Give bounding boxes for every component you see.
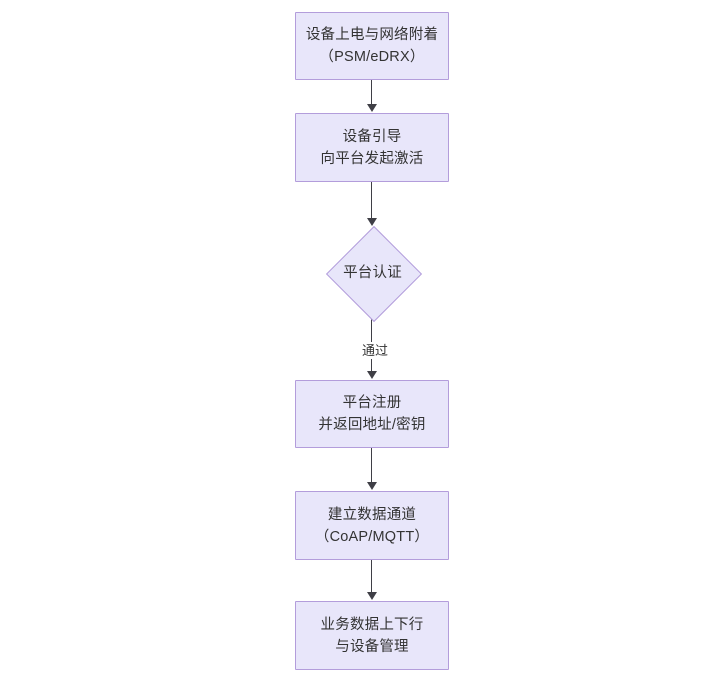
edge-n5-n6-arrowhead — [367, 592, 377, 600]
node-platform-register-line-1: 平台注册 — [342, 395, 402, 411]
node-device-power-on[interactable]: 设备上电与网络附着 （PSM/eDRX） — [295, 12, 449, 80]
node-device-bootstrap[interactable]: 设备引导 向平台发起激活 — [295, 113, 449, 182]
node-business-data[interactable]: 业务数据上下行 与设备管理 — [295, 601, 449, 670]
node-business-data-line-1: 业务数据上下行 — [320, 616, 424, 633]
node-device-bootstrap-line-2: 向平台发起激活 — [320, 150, 424, 167]
node-device-power-on-line-1: 设备上电与网络附着 — [305, 27, 439, 43]
edge-label-pass: 通过 — [355, 342, 395, 359]
node-platform-register[interactable]: 平台注册 并返回地址/密钥 — [295, 380, 449, 448]
node-device-bootstrap-line-1: 设备引导 — [342, 128, 402, 145]
node-business-data-line-2: 与设备管理 — [335, 638, 409, 655]
edge-n5-n6 — [371, 560, 373, 593]
node-data-channel[interactable]: 建立数据通道 （CoAP/MQTT） — [295, 491, 449, 560]
edge-n2-n3-arrowhead — [367, 218, 377, 226]
edge-n3-n4-arrowhead — [367, 371, 377, 379]
edge-n2-n3 — [371, 182, 373, 219]
node-platform-auth-label: 平台认证 — [343, 265, 402, 281]
node-device-power-on-line-2: （PSM/eDRX） — [319, 49, 425, 65]
edge-n1-n2 — [371, 80, 373, 105]
edge-n4-n5-arrowhead — [367, 482, 377, 490]
node-data-channel-line-2: （CoAP/MQTT） — [314, 528, 430, 545]
edge-n1-n2-arrowhead — [367, 104, 377, 112]
node-data-channel-line-1: 建立数据通道 — [327, 506, 417, 523]
node-platform-auth-decision[interactable]: 平台认证 — [325, 225, 422, 323]
node-platform-register-line-2: 并返回地址/密钥 — [318, 417, 426, 433]
edge-n4-n5 — [371, 448, 373, 483]
